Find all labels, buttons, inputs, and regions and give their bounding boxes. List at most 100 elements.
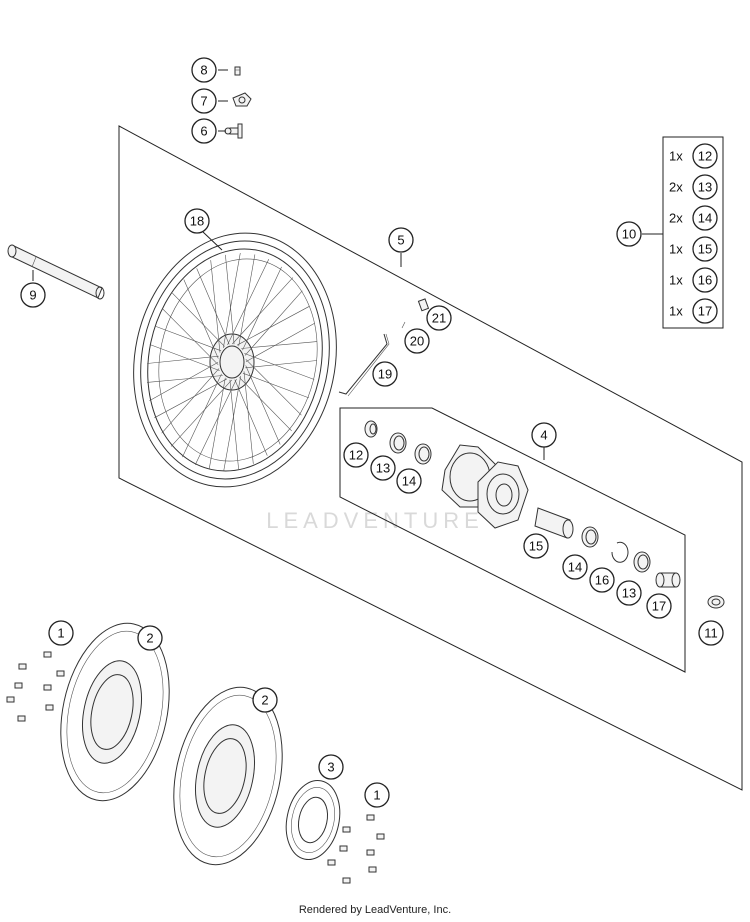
svg-text:20: 20 — [410, 334, 424, 349]
bolt-icon — [45, 704, 54, 711]
svg-text:1: 1 — [57, 626, 64, 641]
callout-15: 15 — [523, 533, 549, 559]
callout-11: 11 — [698, 620, 724, 646]
svg-text:14: 14 — [568, 560, 582, 575]
spoke-line — [146, 375, 223, 383]
svg-text:2: 2 — [146, 631, 153, 646]
spoke-line — [238, 254, 256, 347]
callout-9: 9 — [20, 282, 46, 308]
callout-20: 20 — [404, 328, 430, 354]
bolt-icon — [339, 845, 348, 852]
svg-text:19: 19 — [378, 367, 392, 382]
spoke-line — [182, 373, 222, 458]
kit-row-qty: 1x — [669, 304, 683, 319]
bolt-icon — [342, 826, 351, 833]
bolt-icon — [368, 866, 377, 873]
callout-13: 13 — [370, 455, 396, 481]
callout-3: 3 — [318, 754, 344, 780]
bolt-icon — [327, 859, 336, 866]
spoke-line — [154, 378, 228, 419]
hub-assembly-panel — [339, 407, 686, 673]
callout-10: 10 — [616, 221, 642, 247]
seal-13b — [633, 551, 651, 573]
spoke-line — [245, 360, 317, 369]
spoke-line — [194, 378, 237, 466]
callout-13: 13 — [616, 580, 642, 606]
spoke-line — [229, 379, 239, 470]
callout-14: 14 — [396, 468, 422, 494]
callout-7: 7 — [191, 88, 217, 114]
svg-text:17: 17 — [652, 599, 666, 614]
spoke-line — [242, 266, 282, 351]
disc-bolts — [6, 651, 385, 884]
spoke-line — [225, 254, 235, 345]
kit-row-qty: 1x — [669, 149, 683, 164]
spoke-line — [245, 365, 281, 445]
callout-14: 14 — [562, 554, 588, 580]
svg-text:7: 7 — [200, 94, 207, 109]
spoke-line — [172, 292, 225, 347]
kit-row-qty: 2x — [669, 211, 683, 226]
spoke-line — [245, 359, 302, 416]
spoke-line — [223, 252, 241, 348]
kit-row: 1x 12 — [669, 143, 718, 169]
bolt-icon — [17, 715, 26, 722]
spoke-line — [149, 344, 220, 371]
spoke-line — [223, 376, 241, 472]
bolt-icon — [43, 651, 52, 658]
bolt-icon — [366, 849, 375, 856]
callout-2: 2 — [252, 687, 278, 713]
callout-8: 8 — [191, 57, 217, 83]
kit-row-part: 12 — [698, 149, 712, 164]
kit-row-part: 15 — [698, 242, 712, 257]
spacer-11 — [707, 595, 725, 609]
distance-sleeve-15 — [534, 507, 574, 539]
callout-1: 1 — [48, 620, 74, 646]
spacer-17 — [655, 572, 681, 588]
spoked-wheel-rim — [133, 232, 337, 488]
bolt-icon — [14, 682, 23, 689]
tire-valve — [224, 123, 243, 139]
svg-text:9: 9 — [29, 288, 36, 303]
valve-nut — [232, 92, 252, 107]
wheel-hub — [441, 444, 529, 529]
svg-text:11: 11 — [704, 626, 718, 641]
bearing-kit-box — [662, 136, 724, 329]
spoke-line — [154, 325, 222, 352]
spoke-line — [241, 341, 318, 349]
spoke-line — [147, 355, 219, 364]
svg-text:4: 4 — [540, 428, 547, 443]
bolt-icon — [342, 877, 351, 884]
bolt-icon — [43, 684, 52, 691]
spoke-line — [244, 353, 315, 380]
svg-text:16: 16 — [595, 573, 609, 588]
spacer-12 — [364, 420, 378, 438]
callout-12: 12 — [343, 442, 369, 468]
footer-credit: Rendered by LeadVenture, Inc. — [298, 904, 452, 916]
svg-text:10: 10 — [622, 227, 636, 242]
kit-row-part: 14 — [698, 211, 712, 226]
kit-row: 1x 17 — [669, 298, 718, 324]
svg-text:21: 21 — [432, 311, 446, 326]
kit-row-part: 17 — [698, 304, 712, 319]
spoke-line — [244, 290, 303, 356]
spoke-line — [245, 323, 315, 362]
bolt-icon — [56, 670, 65, 677]
bolt-icon — [366, 814, 375, 821]
bearing-14b — [581, 526, 599, 548]
spoke-line — [149, 362, 219, 401]
brake-disc-right — [173, 686, 283, 866]
kit-row-qty: 1x — [669, 273, 683, 288]
svg-text:13: 13 — [622, 586, 636, 601]
svg-text:5: 5 — [397, 233, 404, 248]
spoke-line — [243, 371, 254, 464]
svg-text:2: 2 — [261, 693, 268, 708]
spoke-line — [162, 308, 219, 365]
svg-text:14: 14 — [402, 474, 416, 489]
svg-text:18: 18 — [190, 214, 204, 229]
spoke-line — [170, 379, 232, 447]
spoke-line — [161, 368, 220, 434]
